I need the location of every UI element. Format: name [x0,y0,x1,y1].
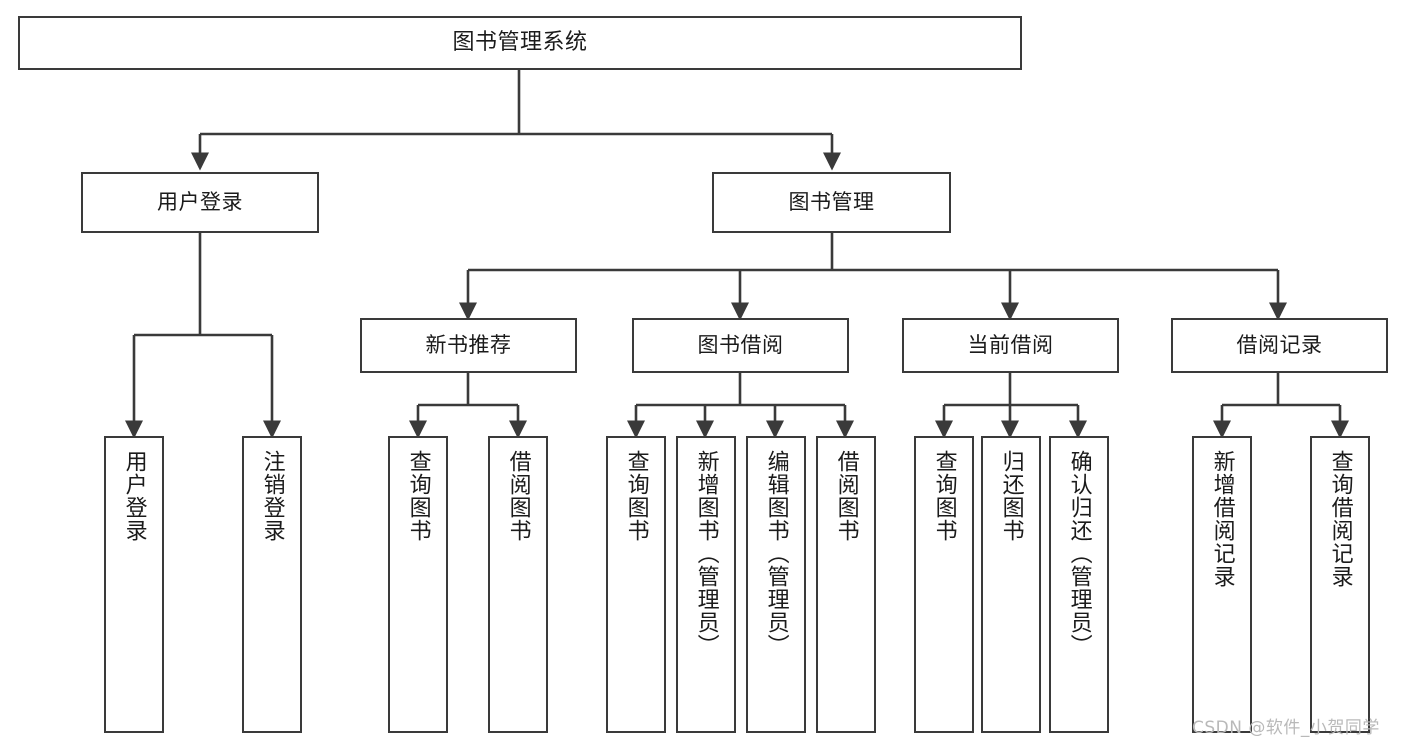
node-label: 图书管理系统 [452,29,588,55]
leaf-borrow-borrow-book[interactable]: 借阅图书 [816,436,876,733]
node-label: 新增借阅记录 [1209,450,1235,588]
node-label: 新增图书（管理员） [693,450,719,657]
node-label: 当前借阅 [967,332,1054,357]
leaf-recommend-borrow-book[interactable]: 借阅图书 [488,436,548,733]
node-label: 用户登录 [157,189,243,214]
node-label: 借阅图书 [505,450,531,542]
watermark-text: CSDN @软件_小贺同学 [1192,718,1380,738]
node-label: 新书推荐 [425,332,512,357]
node-book-borrow[interactable]: 图书借阅 [632,318,849,373]
node-user-login[interactable]: 用户登录 [81,172,319,233]
node-label: 查询借阅记录 [1327,450,1353,588]
leaf-records-add-record[interactable]: 新增借阅记录 [1192,436,1252,733]
node-borrow-records[interactable]: 借阅记录 [1171,318,1388,373]
node-label: 归还图书 [998,450,1024,542]
node-label: 确认归还（管理员） [1066,450,1092,657]
node-label: 图书借阅 [697,332,784,357]
node-book-management[interactable]: 图书管理 [712,172,951,233]
leaf-records-query-record[interactable]: 查询借阅记录 [1310,436,1370,733]
node-label: 借阅记录 [1236,332,1323,357]
node-label: 查询图书 [931,450,957,542]
leaf-current-confirm-return-admin[interactable]: 确认归还（管理员） [1049,436,1109,733]
node-label: 编辑图书（管理员） [763,450,789,657]
leaf-current-query-book[interactable]: 查询图书 [914,436,974,733]
node-label: 查询图书 [405,450,431,542]
node-label: 查询图书 [623,450,649,542]
leaf-borrow-query-book[interactable]: 查询图书 [606,436,666,733]
leaf-borrow-edit-book-admin[interactable]: 编辑图书（管理员） [746,436,806,733]
leaf-user-login-signout[interactable]: 注销登录 [242,436,302,733]
node-new-book-recommend[interactable]: 新书推荐 [360,318,577,373]
node-label: 借阅图书 [833,450,859,542]
leaf-user-login-signin[interactable]: 用户登录 [104,436,164,733]
node-label: 用户登录 [121,450,147,542]
node-current-borrow[interactable]: 当前借阅 [902,318,1119,373]
leaf-recommend-query-book[interactable]: 查询图书 [388,436,448,733]
node-label: 图书管理 [788,189,875,214]
leaf-borrow-add-book-admin[interactable]: 新增图书（管理员） [676,436,736,733]
node-label: 注销登录 [259,450,285,542]
leaf-current-return-book[interactable]: 归还图书 [981,436,1041,733]
node-root-library-system[interactable]: 图书管理系统 [18,16,1022,70]
